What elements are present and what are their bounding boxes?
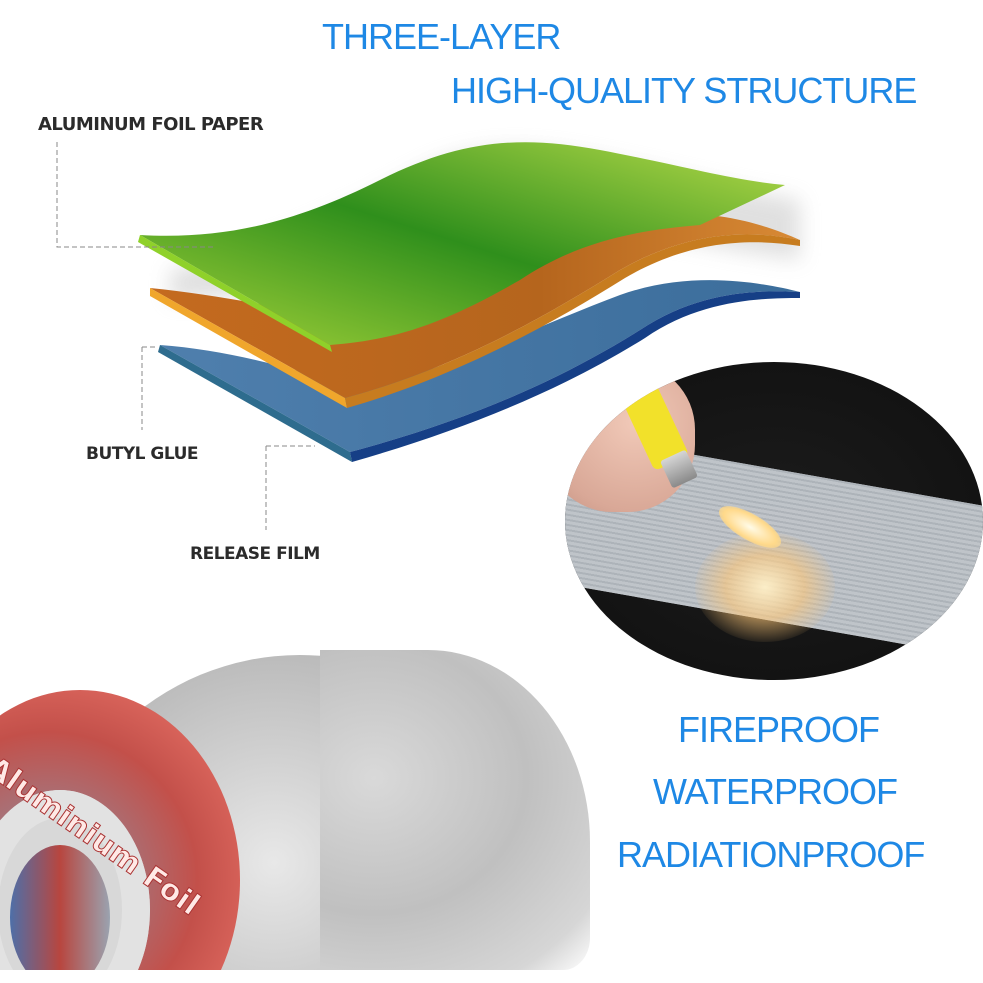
label-aluminum-foil-paper: ALUMINUM FOIL PAPER [38,114,264,135]
flame-glow [695,532,835,642]
feature-radiationproof: RADIATIONPROOF [617,834,925,875]
headline-line-2: HIGH-QUALITY STRUCTURE [451,70,917,111]
feature-fireproof: FIREPROOF [678,709,880,750]
feature-waterproof: WATERPROOF [653,771,898,812]
fire-test-photo [565,362,983,680]
label-release-film: RELEASE FILM [190,544,320,564]
headline-line-1: THREE-LAYER [322,16,561,57]
tape-roll-photo: Aluminium Foil [0,640,320,970]
label-butyl-glue: BUTYL GLUE [86,444,199,464]
roll-core-hole [10,845,110,970]
